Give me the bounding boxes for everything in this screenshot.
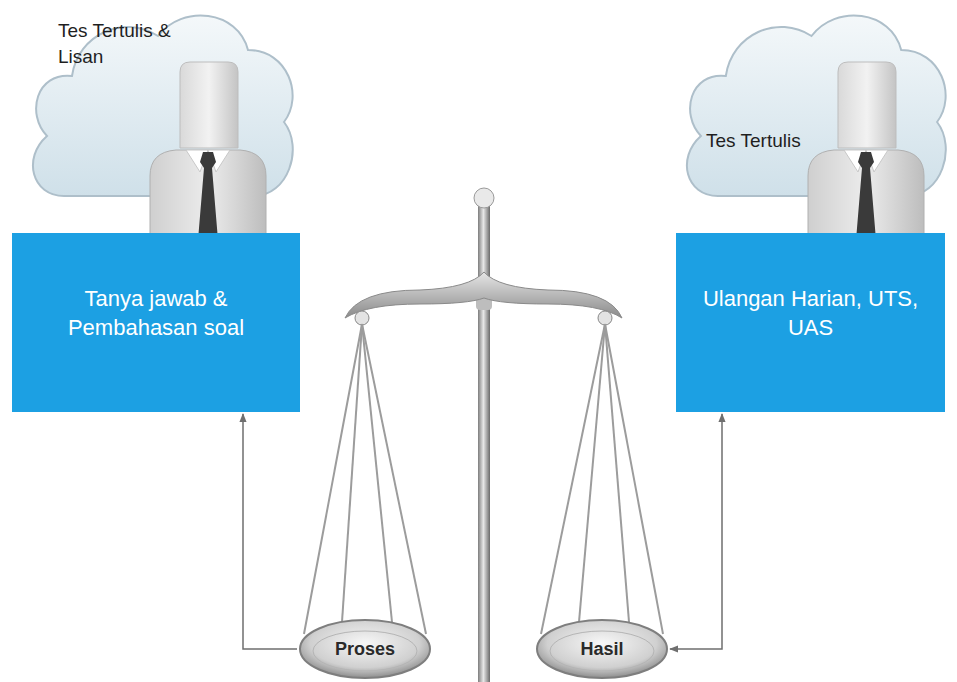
box-label: Tanya jawab & Pembahasan soal xyxy=(41,285,271,342)
scale-strings xyxy=(304,324,663,634)
connector-arrow xyxy=(670,414,722,649)
cloud-label: Tes Tertulis & Lisan xyxy=(58,18,198,69)
scale-ring xyxy=(355,311,369,325)
scale-ring xyxy=(598,311,612,325)
scale-pan: Hasil xyxy=(535,618,669,680)
scale-beam xyxy=(345,272,622,318)
cloud-label: Tes Tertulis xyxy=(706,128,846,154)
scale-pan: Proses xyxy=(298,618,432,680)
pan-label: Proses xyxy=(335,639,395,660)
scale-finial xyxy=(474,188,494,208)
info-box: Ulangan Harian, UTS, UAS xyxy=(676,233,945,412)
box-label: Ulangan Harian, UTS, UAS xyxy=(693,285,928,342)
pan-label: Hasil xyxy=(580,639,623,660)
info-box: Tanya jawab & Pembahasan soal xyxy=(12,233,300,412)
connector-arrow xyxy=(243,414,297,649)
